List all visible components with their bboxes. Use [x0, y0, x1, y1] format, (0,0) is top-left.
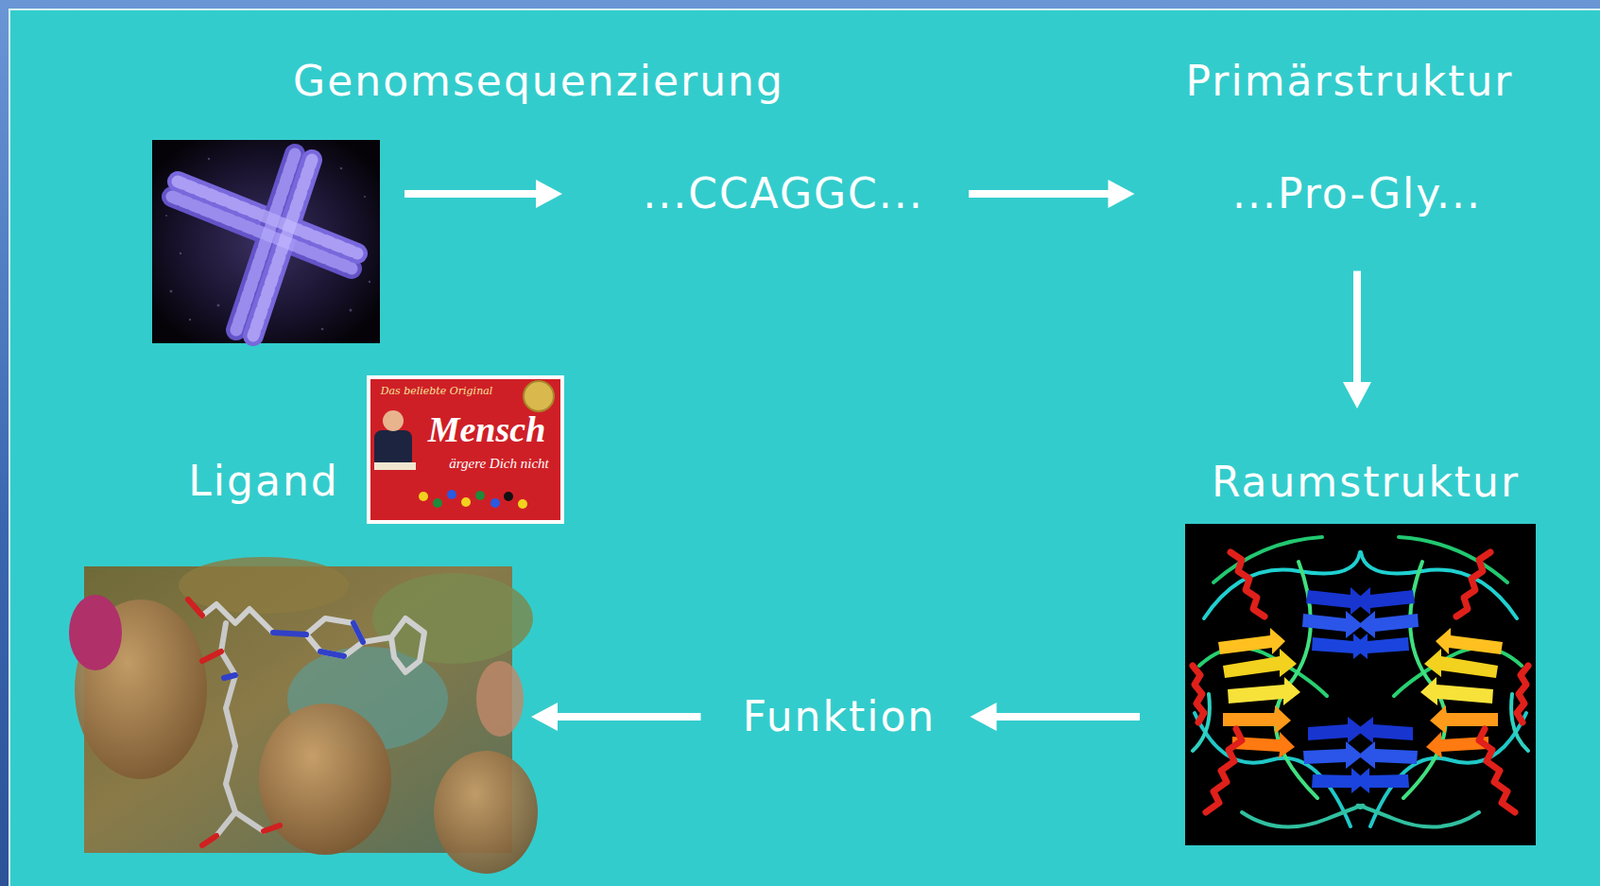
board-game-box-part: [523, 380, 554, 412]
protein-structure-part-part: [1218, 627, 1286, 654]
board-game-box-part: [370, 378, 561, 520]
ligand-pocket-picture-part: [372, 572, 534, 664]
game-pegs-part: [461, 497, 471, 507]
chromosome-picture-part: [172, 154, 358, 336]
arrow-head: [1342, 381, 1372, 409]
game-pegs-part: [503, 491, 514, 501]
step-heading: Primärstruktur: [1186, 57, 1514, 106]
ligand-pocket-picture-part-part: [273, 622, 363, 656]
game-pegs-part: [475, 490, 485, 500]
ligand-pocket-picture-part: [68, 594, 122, 671]
ligand-node: Ligand: [84, 566, 513, 853]
arrow-shaft: [404, 189, 542, 198]
step-heading: Raumstruktur: [1211, 458, 1520, 507]
game-pegs-part: [432, 498, 443, 508]
protein-structure-part-part-part: [1204, 551, 1360, 619]
step-heading: Ligand: [188, 457, 339, 506]
step-heading: Funktion: [742, 692, 936, 741]
chromosome-picture-part-part: [217, 304, 221, 308]
arrow-shaft: [1353, 271, 1361, 388]
protein-structure-part-part-part: [1230, 551, 1265, 617]
chromosome-picture-part: [152, 139, 380, 344]
game-pegs: [418, 489, 528, 509]
protein-structure-part-part-part: [1213, 536, 1323, 583]
arrow-shaft: [991, 712, 1140, 721]
ligand-pocket-picture-part: [433, 750, 538, 874]
step-heading: Genomsequenzierung: [292, 57, 785, 106]
ligand-pocket-picture-part-part: [188, 599, 280, 845]
dna-sequence-node: ...CCAGGC...: [633, 160, 934, 228]
arrow-shaft: [551, 712, 701, 721]
chromosome-picture-part-part: [179, 252, 182, 255]
protein-structure-part-part: [1222, 648, 1297, 678]
flow-arrow: [1342, 271, 1372, 410]
game-pegs-part: [418, 491, 429, 501]
game-box-text: Mensch: [428, 410, 547, 450]
chromosome-picture-part-part: [340, 167, 344, 171]
protein-structure-part-part: [1227, 676, 1301, 706]
protein-structure: [1185, 523, 1536, 845]
chromosome-picture-part-part: [253, 159, 312, 336]
arrow-head: [1108, 179, 1136, 208]
ligand-pocket-picture-part-part: [223, 674, 236, 678]
chromosome-picture: [152, 139, 380, 344]
flow-arrow: [404, 179, 563, 208]
game-figure-part: [374, 462, 416, 470]
protein-structure-part-part-part: [1205, 728, 1242, 812]
board-game-box-part: [366, 375, 565, 524]
function-node: Funktion: [733, 683, 947, 751]
arrow-head: [535, 179, 563, 208]
genome-node: Genomsequenzierung: [152, 139, 380, 344]
spatial-structure-node: Raumstruktur: [1185, 451, 1536, 845]
ligand-pocket-picture-part: [258, 703, 392, 855]
ligand-pocket-picture-part-part: [216, 622, 264, 836]
chromosome-picture-part-part: [321, 327, 325, 331]
chromosome-picture-part-part: [368, 280, 371, 283]
game-pegs-part: [447, 489, 457, 499]
game-figure-part: [382, 410, 404, 431]
arrow-head: [970, 702, 998, 731]
flow-arrow: [531, 702, 702, 731]
ligand-pocket-picture: [68, 556, 538, 874]
chromosome-picture-part-part: [165, 214, 168, 217]
protein-structure-part: [1352, 536, 1529, 827]
sequence-text: ...Pro-Gly...: [1232, 170, 1482, 219]
protein-structure-part-part-part: [1241, 805, 1363, 827]
game-figure: [374, 410, 416, 470]
ligand-pocket-picture-part: [178, 556, 349, 614]
ligand-pocket-picture-part-part: [202, 603, 425, 672]
protein-structure-part-part-part: [1192, 665, 1205, 723]
protein-structure-part: [1185, 523, 1536, 845]
board-game-box: [366, 375, 565, 524]
protein-structure-part-part: [1303, 740, 1363, 769]
sequence-text: ...CCAGGC...: [642, 170, 925, 219]
protein-structure-part: [1192, 536, 1369, 827]
flow-arrow: [968, 179, 1136, 208]
game-box-text: ärgere Dich nicht: [448, 455, 550, 472]
flow-arrow: [970, 702, 1141, 731]
chromosome-picture-part-part: [189, 318, 191, 321]
primary-structure-node: Primärstruktur...Pro-Gly...: [1222, 160, 1493, 228]
game-box-text: Das beliebte Original: [380, 385, 494, 397]
ligand-pocket-picture-part: [476, 660, 524, 737]
arrow-head: [531, 702, 558, 731]
protein-structure-part-part: [1192, 551, 1265, 812]
game-pegs-part: [490, 498, 500, 508]
ligand-pocket-picture-part: [188, 599, 425, 845]
chromosome-picture-part-part: [207, 157, 210, 160]
chromosome-picture-part-part: [349, 309, 353, 312]
arrow-shaft: [968, 189, 1114, 198]
game-pegs-part: [517, 498, 528, 509]
chromosome-picture-part-part: [170, 290, 173, 293]
chromosome-picture-part-part: [363, 195, 366, 198]
